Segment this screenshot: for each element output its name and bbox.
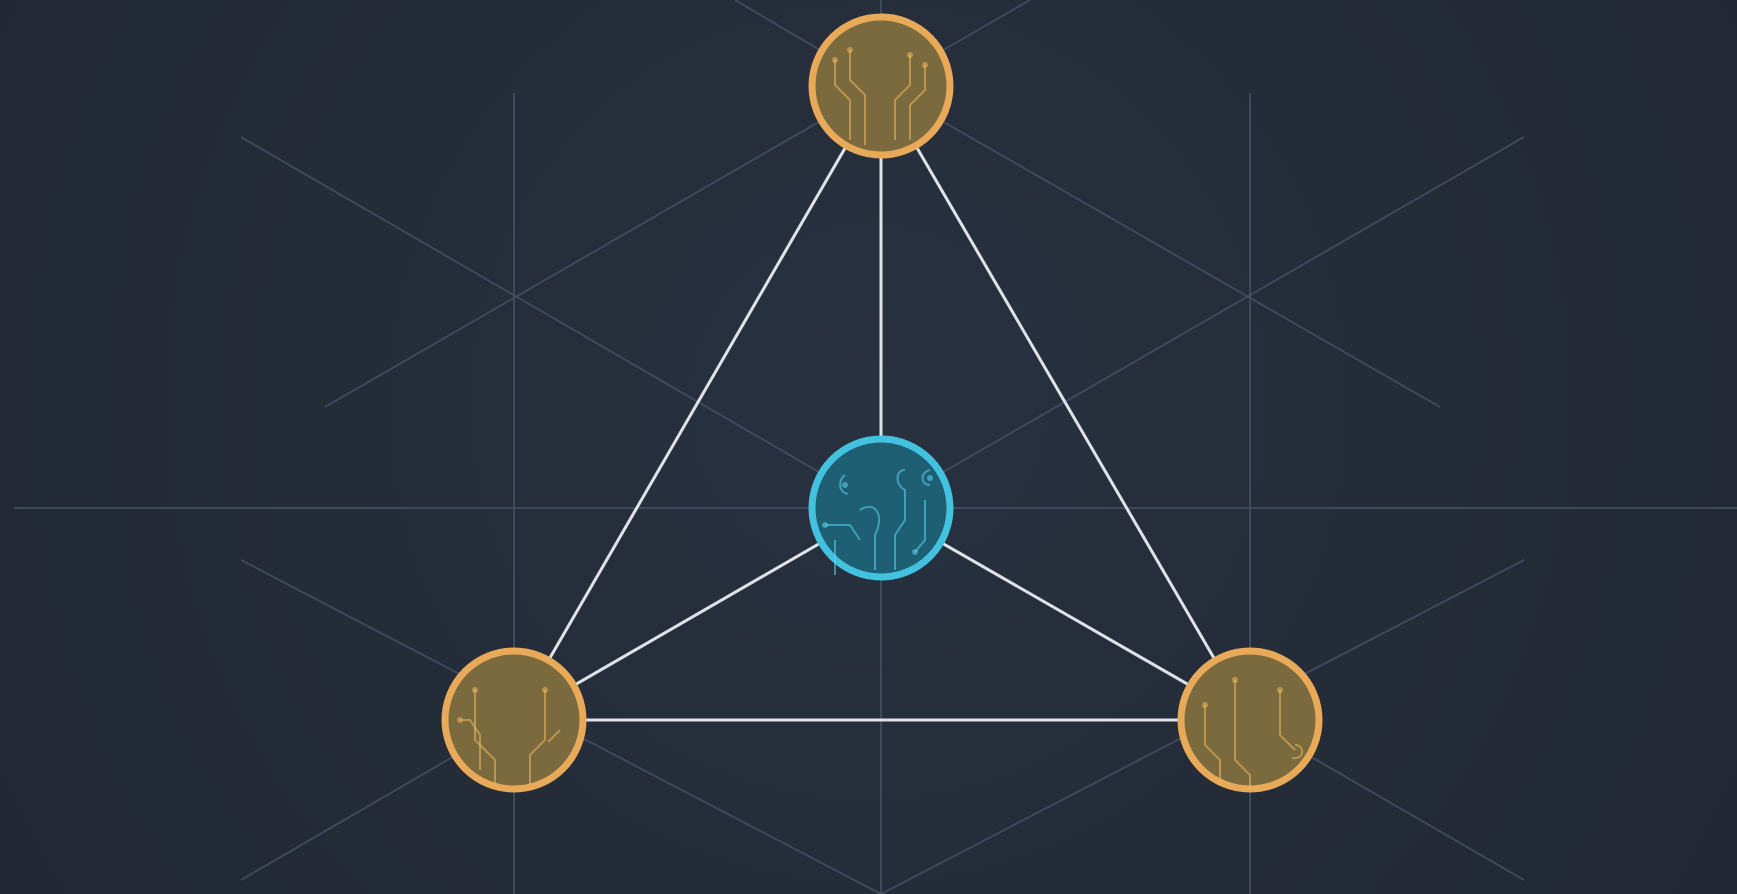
node-bottom-right-circle [1181,651,1319,789]
node-bottom-right [1181,651,1319,790]
node-bottom-left [445,651,583,789]
edge-top-bottom-left [514,86,881,720]
grid-diagonal-line [325,86,881,407]
node-top [812,17,950,155]
edge-top-bottom-right [881,86,1250,720]
node-top-circle [812,17,950,155]
node-center [812,439,950,577]
grid-diagonal-line [881,86,1440,407]
grid-diagonal-line [881,137,1524,508]
node-center-circle [812,439,950,577]
grid-diagonal-line [241,137,881,508]
